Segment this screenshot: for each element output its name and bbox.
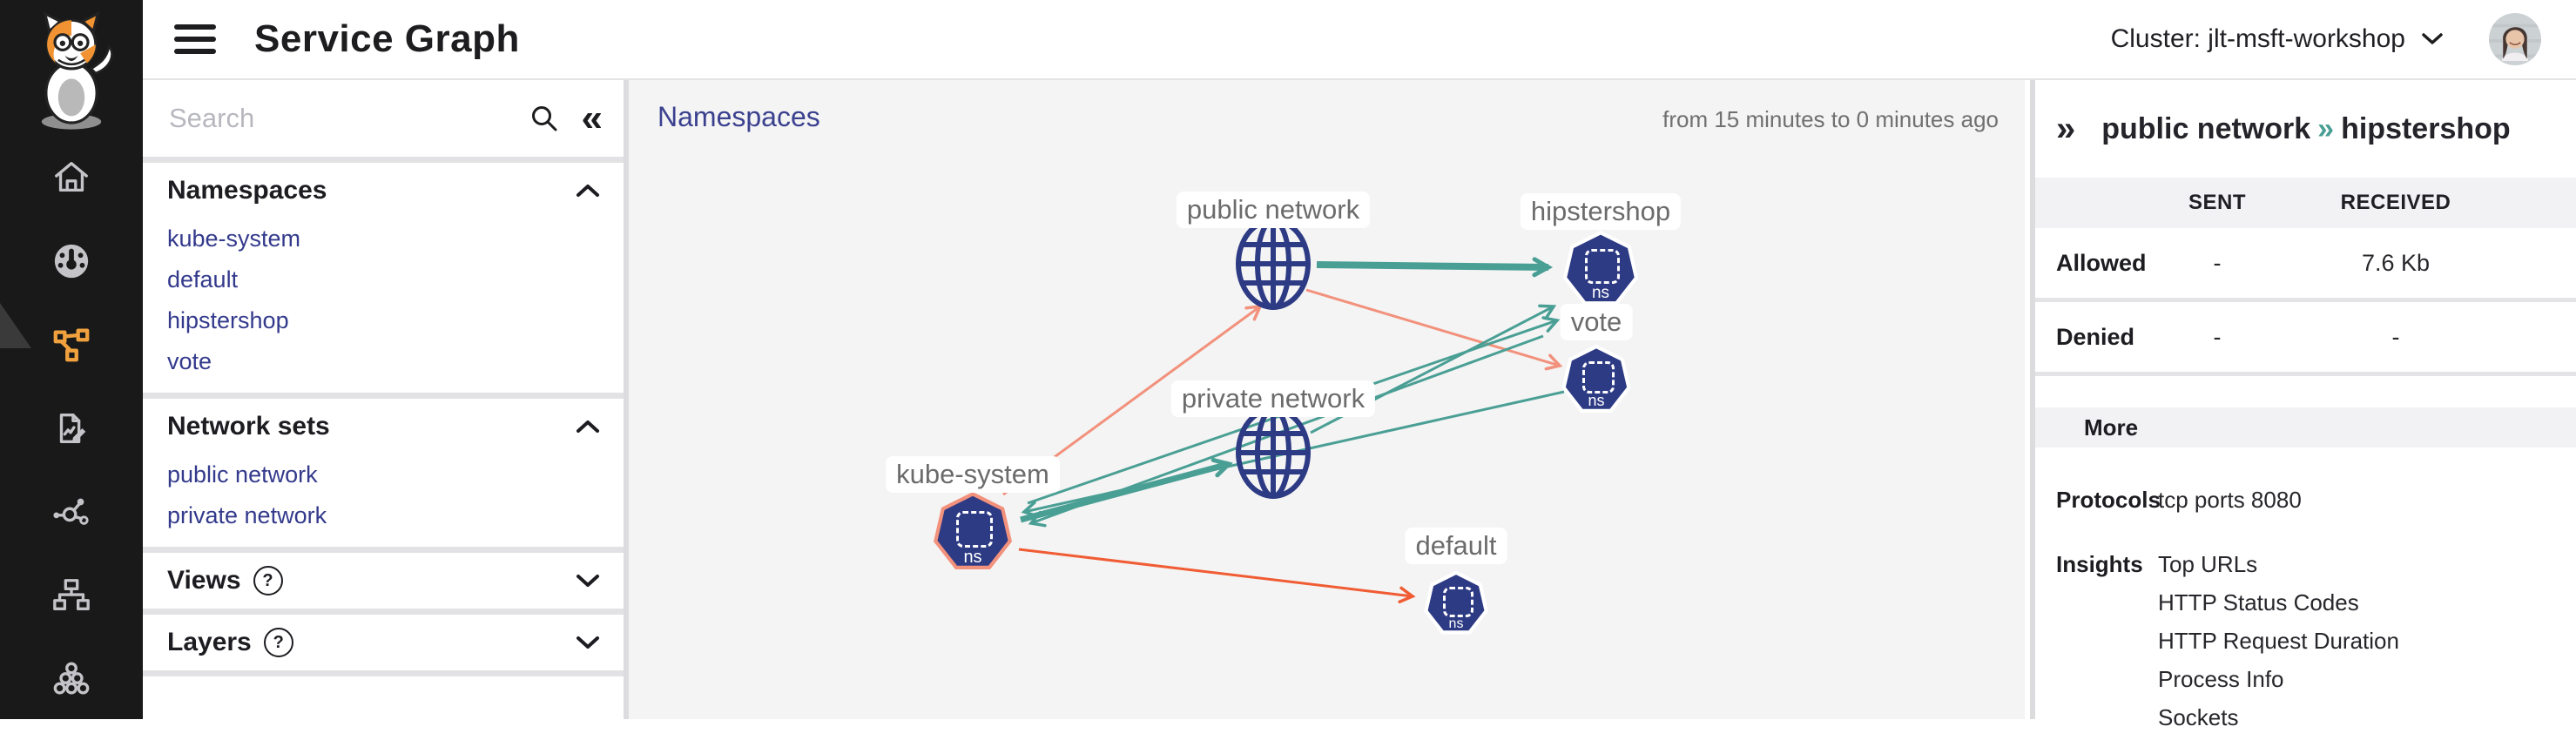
clusters-icon[interactable] xyxy=(44,656,99,702)
more-section-header[interactable]: More xyxy=(2035,407,2576,447)
service-graph-icon[interactable] xyxy=(44,322,99,367)
graph-node-default[interactable]: ns xyxy=(1420,568,1492,640)
hamburger-menu-icon[interactable] xyxy=(174,24,216,54)
namespace-hexagon: ns xyxy=(1567,234,1635,302)
details-breadcrumb: » public network » hipstershop xyxy=(2035,80,2576,178)
node-label-default[interactable]: default xyxy=(1405,528,1507,564)
edge-public-network-to-vote[interactable] xyxy=(1305,288,1563,371)
sidebar-section-layers: Layers? xyxy=(143,615,624,670)
expand-panel-icon[interactable]: » xyxy=(2056,110,2076,148)
node-label-kube-system[interactable]: kube-system xyxy=(886,456,1060,493)
graph-node-vote[interactable]: ns xyxy=(1558,342,1635,419)
sidebar-item-private-network[interactable]: private network xyxy=(167,502,327,528)
graph-view-label: Namespaces xyxy=(657,101,820,132)
column-received: RECEIVED xyxy=(2340,191,2451,214)
sidebar-item-public-network[interactable]: public network xyxy=(167,461,318,488)
sidebar-item-default[interactable]: default xyxy=(167,266,239,293)
left-nav-rail xyxy=(0,0,143,719)
traffic-table-header: SENT RECEIVED xyxy=(2035,178,2576,228)
namespace-glyph xyxy=(1442,586,1473,617)
node-label-vote[interactable]: vote xyxy=(1560,304,1633,340)
home-icon[interactable] xyxy=(44,155,99,200)
node-label-public-network[interactable]: public network xyxy=(1176,192,1371,228)
edge-public-network-to-hipstershop[interactable] xyxy=(1316,257,1554,278)
active-nav-notch xyxy=(0,303,31,348)
search-row: « xyxy=(143,80,624,157)
user-avatar[interactable] xyxy=(2489,13,2541,65)
column-sent: SENT xyxy=(2188,191,2246,214)
sidebar-section-network-sets: Network sets public network private networ… xyxy=(143,399,624,547)
service-graph-canvas[interactable]: Namespaces from 15 minutes to 0 minutes … xyxy=(629,80,2025,719)
section-header-network-sets[interactable]: Network sets xyxy=(143,399,624,454)
network-tree-icon[interactable] xyxy=(44,573,99,618)
node-label-hipstershop[interactable]: hipstershop xyxy=(1520,193,1682,230)
protocols-row: Protocols tcp ports 8080 xyxy=(2035,481,2576,519)
table-row-allowed: Allowed - 7.6 Kb xyxy=(2035,228,2576,302)
insight-top-urls[interactable]: Top URLs xyxy=(2158,551,2258,577)
chevron-down-icon[interactable] xyxy=(2421,32,2444,46)
sidebar-filler xyxy=(143,676,624,719)
graph-node-public-network[interactable] xyxy=(1231,215,1315,313)
insight-http-status-codes[interactable]: HTTP Status Codes xyxy=(2158,589,2359,616)
policies-icon[interactable] xyxy=(44,406,99,451)
graph-node-kube-system[interactable]: ns xyxy=(929,489,1016,576)
chevron-up-icon[interactable] xyxy=(575,419,601,434)
search-icon[interactable] xyxy=(529,104,559,133)
top-bar: Service Graph Cluster: jlt-msft-workshop xyxy=(143,0,2576,80)
chevron-up-icon[interactable] xyxy=(575,183,601,198)
sidebar-item-vote[interactable]: vote xyxy=(167,348,212,374)
calico-cat-logo xyxy=(41,10,113,130)
cluster-selector-label[interactable]: Cluster: jlt-msft-workshop xyxy=(2110,24,2405,53)
search-input[interactable] xyxy=(167,102,529,135)
protocols-label: Protocols xyxy=(2056,487,2161,513)
section-label: Layers xyxy=(167,628,252,656)
insight-http-request-duration[interactable]: HTTP Request Duration xyxy=(2158,628,2399,654)
ns-badge: ns xyxy=(1588,392,1605,410)
ns-badge: ns xyxy=(963,547,982,567)
insights-label: Insights xyxy=(2056,551,2143,577)
sidebar-item-kube-system[interactable]: kube-system xyxy=(167,225,301,252)
namespace-glyph xyxy=(1584,248,1621,285)
section-items: kube-system default hipstershop vote xyxy=(143,219,624,393)
time-range-label: from 15 minutes to 0 minutes ago xyxy=(1662,106,1999,132)
section-items: public network private network xyxy=(143,454,624,547)
sidebar-section-views: Views? xyxy=(143,553,624,609)
table-row-denied: Denied - - xyxy=(2035,302,2576,376)
graph-node-hipstershop[interactable]: ns xyxy=(1559,228,1642,312)
help-icon[interactable]: ? xyxy=(263,628,293,657)
ns-badge: ns xyxy=(1591,283,1610,302)
section-label: Views xyxy=(167,566,241,595)
chevron-down-icon[interactable] xyxy=(575,573,601,589)
flow-visualizations-icon[interactable] xyxy=(44,489,99,535)
namespace-glyph xyxy=(1581,361,1615,394)
edge-kube-system-to-default[interactable] xyxy=(1018,548,1416,604)
breadcrumb-target: hipstershop xyxy=(2341,111,2511,145)
sidebar-item-hipstershop[interactable]: hipstershop xyxy=(167,307,289,333)
insight-process-info[interactable]: Process Info xyxy=(2158,666,2284,692)
page-title: Service Graph xyxy=(254,17,520,60)
graph-node-private-network[interactable] xyxy=(1231,404,1315,501)
help-icon[interactable]: ? xyxy=(253,566,283,595)
dashboard-icon[interactable] xyxy=(44,239,99,284)
section-header-layers[interactable]: Layers? xyxy=(143,615,624,670)
namespace-hexagon: ns xyxy=(937,495,1008,567)
sidebar: « Namespaces kube-system default hipstersho… xyxy=(143,80,629,719)
section-header-namespaces[interactable]: Namespaces xyxy=(143,163,624,219)
breadcrumb-source: public network xyxy=(2101,111,2311,145)
node-label-private-network[interactable]: private network xyxy=(1170,380,1376,417)
details-panel: » public network » hipstershop SENT RECE… xyxy=(2030,80,2576,730)
chevron-down-icon[interactable] xyxy=(575,635,601,650)
breadcrumb-separator-icon: » xyxy=(2317,111,2335,145)
collapse-sidebar-icon[interactable]: « xyxy=(581,97,603,139)
section-header-views[interactable]: Views? xyxy=(143,553,624,609)
sidebar-section-namespaces: Namespaces kube-system default hipstershop v… xyxy=(143,163,624,393)
ns-badge: ns xyxy=(1448,616,1464,631)
section-label: Network sets xyxy=(167,412,330,441)
section-label: Namespaces xyxy=(167,176,327,205)
namespace-glyph xyxy=(956,510,994,548)
protocols-value: tcp ports 8080 xyxy=(2158,487,2302,513)
insight-sockets[interactable]: Sockets xyxy=(2158,704,2239,730)
